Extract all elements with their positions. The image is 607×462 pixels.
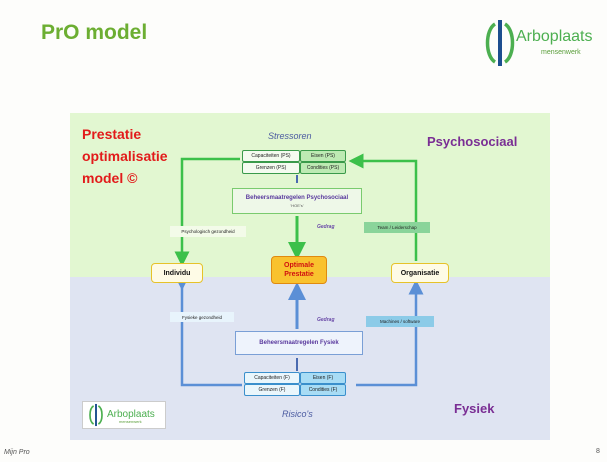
fysieke-gezondheid-label: Fysieke gezondheid [170,312,234,322]
model-title-line: model © [82,170,138,186]
mini-arboplaats-logo: Arboplaats mensenwerk [82,401,166,429]
logo-wordmark: Arboplaats [516,28,593,45]
mini-logo-tagline: mensenwerk [119,419,142,424]
model-title: Prestatie optimalisatie model © [82,123,168,189]
pro-model-diagram: Prestatie optimalisatie model © Psychoso… [70,113,550,440]
psychologisch-gezondheid-label: Psychologisch gezondheid [170,226,246,237]
individu-node: Individu [151,263,203,283]
organisatie-node: Organisatie [391,263,449,283]
ps-cell-grenzen: Grenzen (PS) [242,162,300,174]
arrow-ps-to-individu [174,157,240,267]
optimale-label: Optimale [284,262,314,269]
machines-software-label: Machines / software [366,316,434,327]
f-cell-condities: Condities (F) [300,384,346,396]
arrow-individu-to-f [174,275,242,387]
team-leiderschap-label: Team / Leiderschap [364,222,430,233]
optimale-prestatie-node: Optimale Prestatie [271,256,327,284]
f-cell-eisen: Eisen (F) [300,372,346,384]
gedrag-label-top: Gedrag [317,224,335,230]
ps-cell-condities: Condities (PS) [300,162,346,174]
gedrag-label-bottom: Gedrag [317,317,335,323]
fysiek-label: Fysiek [454,401,495,416]
mini-logo-mark-icon [89,403,103,427]
beheersmaatregelen-fysiek: Beheersmaatregelen Fysiek [235,331,363,355]
stressoren-label: Stressoren [268,131,312,141]
slide-title: PrO model [41,21,148,44]
logo-tagline: mensenwerk [541,49,581,56]
psychosociaal-label: Psychosociaal [427,134,518,149]
ps-cell-capaciteiten: Capaciteiten (PS) [242,150,300,162]
bm-psy-sub: 'HOE's' [290,202,304,208]
ps-cell-eisen: Eisen (PS) [300,150,346,162]
model-title-line: optimalisatie [82,148,168,164]
arrow-f-to-organisatie [356,279,424,387]
footer-label: Mijn Pro [4,449,30,456]
bm-psy-title: Beheersmaatregelen Psychosociaal [245,194,349,201]
logo-mark-icon [485,20,515,66]
f-cell-grenzen: Grenzen (F) [244,384,300,396]
arboplaats-logo: Arboplaats mensenwerk [483,18,607,70]
prestatie-label: Prestatie [284,271,314,278]
mini-logo-wordmark: Arboplaats [107,409,155,420]
model-title-line: Prestatie [82,126,142,142]
risicos-label: Risico's [282,409,313,419]
beheersmaatregelen-psychosociaal: Beheersmaatregelen Psychosociaal 'HOE's' [232,188,362,214]
page-number: 8 [596,448,600,455]
arrow-organisatie-to-ps [348,153,418,261]
f-cell-capaciteiten: Capaciteiten (F) [244,372,300,384]
